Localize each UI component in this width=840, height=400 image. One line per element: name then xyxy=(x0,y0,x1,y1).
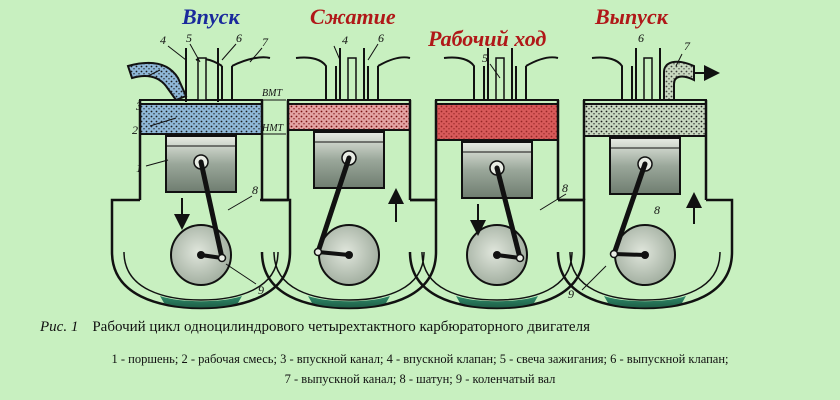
stroke-title-compression: Сжатие xyxy=(310,4,396,29)
label-2: 2 xyxy=(132,123,138,137)
bdc-label: НМТ xyxy=(261,123,285,134)
figure-caption: Рис. 1 Рабочий цикл одноцилиндрового четы… xyxy=(40,319,590,336)
label-7: 7 xyxy=(262,35,269,49)
connecting-rod xyxy=(611,163,648,255)
stroke-title-power: Рабочий ход xyxy=(428,26,547,51)
label-9: 9 xyxy=(258,283,264,297)
engine-exhaust xyxy=(556,48,734,310)
crankcase xyxy=(110,198,292,310)
label-8: 8 xyxy=(252,183,258,197)
label-1: 1 xyxy=(136,161,142,175)
label-6-compression: 6 xyxy=(378,31,384,45)
label-6: 6 xyxy=(236,31,242,45)
label-4: 4 xyxy=(160,33,166,47)
label-5: 5 xyxy=(186,31,192,45)
connecting-rod xyxy=(494,167,523,259)
label-6-exhaust: 6 xyxy=(638,31,644,45)
engine-cycle-diagram: ВМТ НМТ 3 2 1 4 5 6 7 8 9 4 6 5 8 6 7 8 … xyxy=(110,31,734,310)
engine-compression xyxy=(260,43,438,310)
figure-number: Рис. 1 xyxy=(40,319,79,335)
label-8-exhaust: 8 xyxy=(654,203,660,217)
stroke-title-intake: Впуск xyxy=(182,4,240,29)
figure-title: Рабочий цикл одноцилиндрового четырехтак… xyxy=(92,319,590,335)
stroke-title-exhaust: Выпуск xyxy=(595,4,668,29)
oil-sump xyxy=(160,296,242,308)
label-3: 3 xyxy=(135,99,142,113)
label-4-compression: 4 xyxy=(342,33,348,47)
connecting-rod xyxy=(315,157,352,253)
label-9-exhaust: 9 xyxy=(568,287,574,301)
tdc-label: ВМТ xyxy=(262,88,283,99)
label-5-power: 5 xyxy=(482,51,488,65)
label-7-exhaust: 7 xyxy=(684,39,691,53)
label-8-power: 8 xyxy=(562,181,568,195)
piston xyxy=(461,141,533,199)
engine-intake xyxy=(110,43,292,310)
engine-power xyxy=(408,48,586,310)
connecting-rod xyxy=(198,161,225,259)
legend-line-1: 1 - поршень; 2 - рабочая смесь; 3 - впус… xyxy=(111,352,729,366)
legend-line-2: 7 - выпускной канал; 8 - шатун; 9 - коле… xyxy=(284,372,556,386)
